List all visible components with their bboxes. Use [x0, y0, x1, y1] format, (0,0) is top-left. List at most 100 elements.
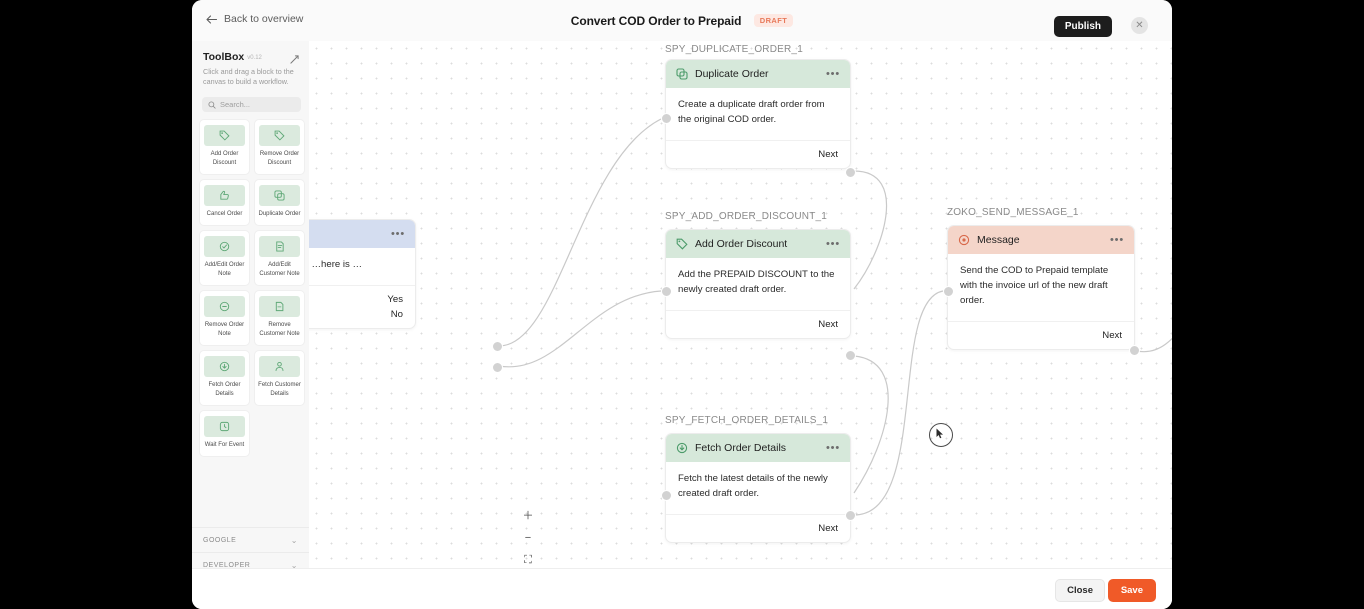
fetch-order-icon: [676, 442, 688, 454]
toolbox-version: v0.12: [247, 55, 262, 61]
node-title: Message: [977, 234, 1020, 246]
title-area: Convert COD Order to Prepaid DRAFT: [192, 12, 1172, 30]
block-wait-for-event[interactable]: Wait For Event: [199, 410, 250, 457]
top-bar: Back to overview Convert COD Order to Pr…: [192, 0, 1172, 42]
arrow-left-icon: [206, 14, 217, 24]
search-placeholder: Search...: [220, 100, 251, 109]
output-no[interactable]: No: [390, 308, 403, 320]
port-in[interactable]: [661, 490, 672, 501]
block-remove-order-note[interactable]: Remove Order Note: [199, 290, 250, 346]
node-duplicate-order[interactable]: Duplicate Order ••• Create a duplicate d…: [665, 59, 851, 169]
back-to-overview-button[interactable]: Back to overview: [206, 13, 303, 25]
node-footer: Next: [666, 513, 850, 542]
node-menu-icon[interactable]: •••: [826, 68, 840, 80]
fit-view-icon[interactable]: ⛶: [524, 554, 532, 566]
connection-edges: [498, 118, 1172, 516]
port-in[interactable]: [661, 286, 672, 297]
block-label: Fetch Order Details: [208, 382, 241, 397]
node-body: Fetch the latest details of the newly cr…: [678, 473, 828, 499]
workflow-canvas[interactable]: ••• …ayment …sh on …here is … Yes No SPY…: [309, 41, 1172, 609]
remove-note-icon: [204, 296, 245, 317]
port-out[interactable]: [845, 350, 856, 361]
block-add-order-discount[interactable]: Add Order Discount: [199, 119, 250, 175]
fetch-customer-icon: [259, 356, 300, 377]
back-label: Back to overview: [224, 13, 304, 25]
node-title: Duplicate Order: [695, 68, 769, 80]
message-icon: [958, 234, 970, 246]
block-label: Add/Edit Customer Note: [259, 262, 300, 277]
node-send-message[interactable]: Message ••• Send the COD to Prepaid temp…: [947, 225, 1135, 350]
block-label: Duplicate Order: [258, 211, 301, 217]
node-header: Fetch Order Details •••: [666, 434, 850, 462]
discount-tag-icon: [204, 125, 245, 146]
block-remove-customer-note[interactable]: Remove Customer Note: [254, 290, 305, 346]
zoom-in-icon[interactable]: ＋: [522, 510, 534, 522]
port-in[interactable]: [661, 113, 672, 124]
chevron-down-icon: ⌄: [290, 535, 298, 545]
port-out[interactable]: [845, 167, 856, 178]
expand-icon[interactable]: [290, 51, 299, 69]
node-fetch-order-details[interactable]: Fetch Order Details ••• Fetch the latest…: [665, 433, 851, 543]
footer-bar: Close Save: [192, 568, 1172, 609]
node-body: Create a duplicate draft order from the …: [678, 99, 825, 125]
duplicate-icon: [676, 68, 688, 80]
node-add-order-discount[interactable]: Add Order Discount ••• Add the PREPAID D…: [665, 229, 851, 339]
node-header: •••: [309, 220, 415, 248]
close-button[interactable]: Close: [1055, 579, 1105, 602]
toolbox-subtitle: Click and drag a block to the canvas to …: [203, 67, 294, 87]
node-footer: Next: [948, 320, 1134, 349]
node-condition[interactable]: ••• …ayment …sh on …here is … Yes No: [309, 219, 416, 329]
chevron-down-icon: ⌄: [290, 560, 298, 570]
output-next[interactable]: Next: [818, 522, 838, 534]
search-input[interactable]: Search...: [202, 97, 301, 112]
port-yes[interactable]: [492, 341, 503, 352]
close-icon[interactable]: ✕: [1131, 17, 1148, 34]
output-yes[interactable]: Yes: [387, 293, 403, 305]
block-duplicate-order[interactable]: Duplicate Order: [254, 179, 305, 226]
cancel-order-icon: [204, 185, 245, 206]
node-body: Send the COD to Prepaid template with th…: [960, 265, 1109, 306]
block-add-edit-order-note[interactable]: Add/Edit Order Note: [199, 230, 250, 286]
output-next[interactable]: Next: [1102, 329, 1122, 341]
search-icon: [208, 100, 216, 109]
mouse-cursor: [929, 423, 953, 447]
block-add-edit-customer-note[interactable]: Add/Edit Customer Note: [254, 230, 305, 286]
node-menu-icon[interactable]: •••: [826, 238, 840, 250]
block-cancel-order[interactable]: Cancel Order: [199, 179, 250, 226]
node-ref-duplicate-order: SPY_DUPLICATE_ORDER_1: [665, 44, 803, 55]
block-label: Add/Edit Order Note: [204, 262, 245, 277]
port-out[interactable]: [845, 510, 856, 521]
node-menu-icon[interactable]: •••: [1110, 234, 1124, 246]
node-menu-icon[interactable]: •••: [391, 228, 405, 240]
cursor-arrow-icon: [936, 428, 943, 439]
block-label: Remove Order Discount: [259, 151, 300, 166]
block-fetch-order-details[interactable]: Fetch Order Details: [199, 350, 250, 406]
node-title: Fetch Order Details: [695, 442, 787, 454]
port-in[interactable]: [943, 286, 954, 297]
discount-tag-icon: [676, 238, 688, 250]
block-label: Add Order Discount: [210, 151, 239, 166]
node-menu-icon[interactable]: •••: [826, 442, 840, 454]
node-title: Add Order Discount: [695, 238, 788, 250]
save-button[interactable]: Save: [1107, 579, 1156, 602]
page-title: Convert COD Order to Prepaid: [570, 14, 742, 28]
output-next[interactable]: Next: [818, 148, 838, 160]
block-grid: Add Order Discount Remove Order Discount…: [199, 119, 309, 457]
block-fetch-customer-details[interactable]: Fetch Customer Details: [254, 350, 305, 406]
node-header: Add Order Discount •••: [666, 230, 850, 258]
port-no[interactable]: [492, 362, 503, 373]
node-ref-add-order-discount: SPY_ADD_ORDER_DISCOUNT_1: [665, 211, 828, 222]
publish-button[interactable]: Publish: [1053, 16, 1112, 37]
port-out[interactable]: [1129, 345, 1140, 356]
block-remove-order-discount[interactable]: Remove Order Discount: [254, 119, 305, 175]
sidebar-section-google[interactable]: GOOGLE ⌄: [192, 527, 309, 552]
block-label: Cancel Order: [206, 211, 243, 217]
zoom-out-icon[interactable]: −: [524, 532, 532, 544]
node-footer: Yes No: [309, 284, 415, 328]
output-next[interactable]: Next: [818, 318, 838, 330]
customer-note-icon: [259, 236, 300, 257]
sidebar-section-developer[interactable]: DEVELOPER ⌄: [192, 552, 309, 577]
node-header: Duplicate Order •••: [666, 60, 850, 88]
